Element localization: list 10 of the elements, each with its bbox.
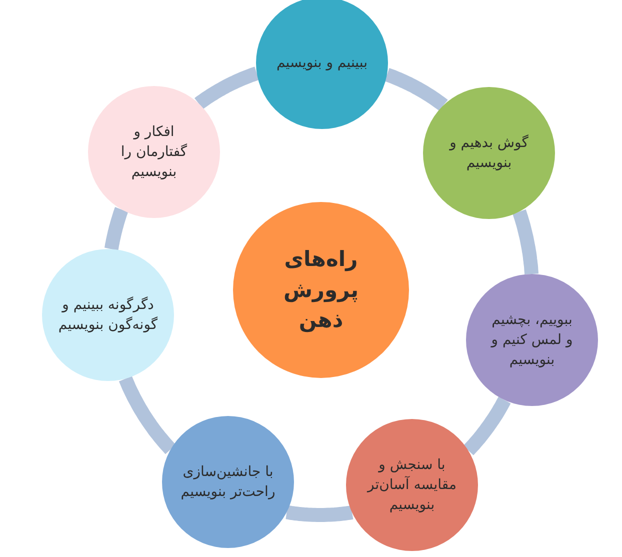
topic-label: دگرگونه ببینیم و گونه‌گون بنویسیم [57, 296, 159, 335]
center-title: راه‌های پرورش ذهن [282, 246, 360, 334]
topic-label: ببینیم و بنویسیم [275, 54, 369, 73]
ring-connector [462, 394, 511, 456]
topic-label: با سنجش و مقایسه آسان‌تر بنویسیم [366, 456, 458, 516]
topic-label: با جانشین‌سازی راحت‌تر بنویسیم [180, 462, 276, 502]
topic-label: افکار و گفتارمان را بنویسیم [120, 122, 188, 182]
topic-label: ببوییم، بچشیم و لمس کنیم و بنویسیم [490, 310, 574, 370]
ring-connector [118, 374, 176, 454]
topic-label: گوش بدهیم و بنویسیم [448, 134, 530, 173]
